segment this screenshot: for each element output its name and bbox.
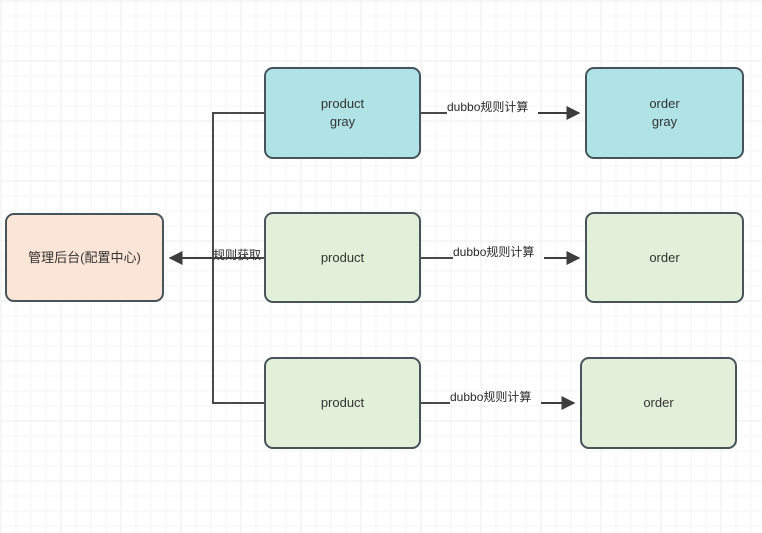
node-admin-console-label: 管理后台(配置中心) [28, 249, 141, 265]
node-order-gray[interactable]: order gray [585, 67, 744, 159]
node-product-normal-2-label: product [320, 395, 365, 410]
node-product-gray[interactable]: product gray [264, 67, 421, 159]
node-order-gray-label: order gray [649, 96, 680, 129]
edge-label-dubbo-row2: dubbo规则计算 [453, 245, 535, 259]
node-order-normal-2[interactable]: order [580, 357, 737, 449]
node-order-normal-2-label: order [643, 395, 674, 410]
node-product-normal-1-label: product [320, 249, 365, 265]
node-order-normal-1[interactable]: order [585, 212, 744, 303]
node-order-normal-1-label: order [649, 249, 680, 265]
node-product-normal-1[interactable]: product [264, 212, 421, 303]
edge-label-rule-fetch: 规则获取 [213, 248, 262, 262]
node-admin-console[interactable]: 管理后台(配置中心) [5, 213, 164, 302]
edge-label-dubbo-row3: dubbo规则计算 [450, 390, 532, 404]
edge-label-dubbo-row1: dubbo规则计算 [447, 100, 529, 114]
node-product-normal-2[interactable]: product [264, 357, 421, 449]
node-product-gray-label: product gray [320, 96, 365, 129]
